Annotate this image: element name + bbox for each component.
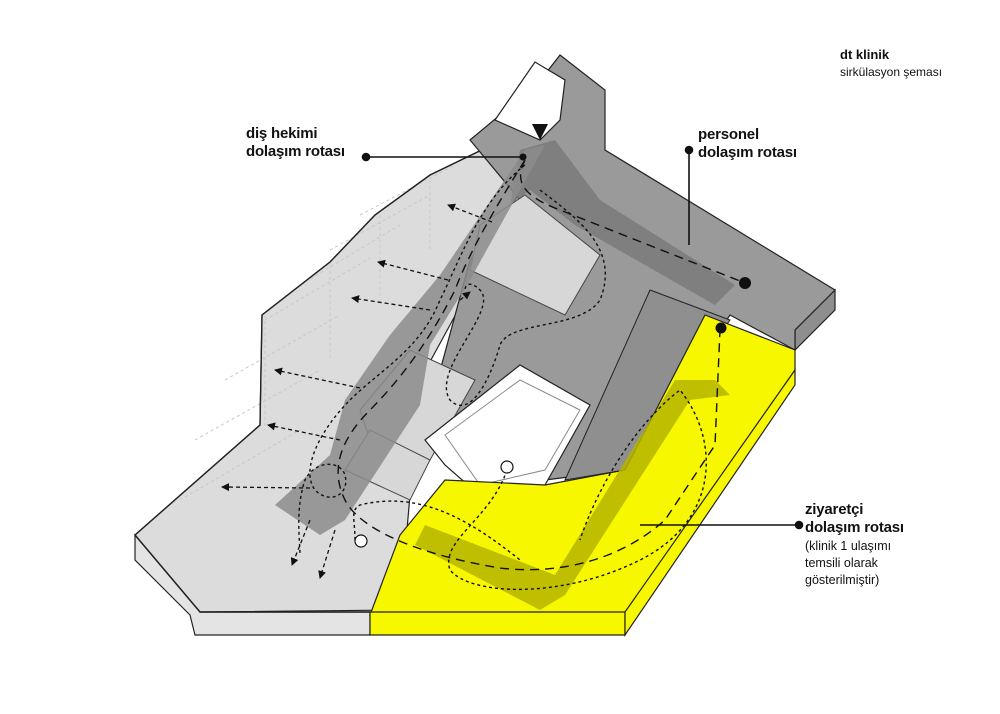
visitor-route-note-line2: temsili olarak — [805, 556, 878, 570]
entrance-block — [494, 61, 566, 141]
staff-route-label-line1: personel — [698, 126, 759, 143]
visitor-route-line-2 — [353, 500, 521, 561]
dentist-route-line — [337, 159, 721, 571]
visitor-route-note-line1: (klinik 1 ulaşımı — [805, 539, 892, 553]
visitor-route-band — [415, 380, 730, 610]
room-arrow-5 — [267, 422, 341, 441]
visitor-zone-side-right — [624, 368, 796, 637]
room-arrow-8 — [318, 529, 336, 579]
route-markers — [354, 124, 751, 548]
room-arrow-4 — [274, 367, 361, 389]
staff-route-band — [510, 140, 735, 305]
visitor-route-start-marker — [715, 322, 727, 334]
route-lines — [298, 159, 746, 591]
staff-route-line — [520, 159, 746, 284]
dentist-route-label-line1: diş hekimi — [246, 125, 318, 142]
diagram-title: dt klinik — [840, 47, 890, 62]
courtyard-top — [444, 379, 581, 486]
visitor-origin-marker — [500, 460, 514, 474]
room-arrows — [221, 203, 493, 579]
dentist-route-loop — [445, 189, 606, 407]
room-arrow-9 — [459, 291, 471, 301]
dentist-zone-bottom-edge — [134, 534, 370, 613]
dentist-route-label-line2: dolaşım rotası — [246, 143, 345, 160]
staff-route-label-line2: dolaşım rotası — [698, 144, 797, 161]
staff-leader-dot — [684, 145, 694, 155]
visitor-route-label-line2: dolaşım rotası — [805, 519, 904, 536]
staff-route-end-marker — [739, 277, 751, 289]
visitor-route-label-line1: ziyaretçi — [805, 501, 864, 518]
dentist-zone-edge — [134, 144, 493, 536]
visitor-route-note-line3: gösterilmiştir) — [805, 573, 880, 587]
visitor-leader-dot — [794, 520, 804, 530]
dentist-leader-dot — [361, 152, 371, 162]
room-arrow-2 — [377, 259, 449, 281]
leader-lines — [361, 145, 804, 530]
visitor-zone-side — [369, 611, 626, 636]
dentist-origin-marker — [354, 534, 368, 548]
diagram-subtitle: sirkülasyon şeması — [840, 65, 943, 79]
room-arrow-3 — [351, 295, 431, 311]
room-arrow-1 — [447, 203, 493, 223]
visitor-route-line — [448, 389, 707, 591]
room-arrow-6 — [221, 483, 311, 492]
entrance-arrow-icon — [532, 124, 548, 140]
dentist-room-outlines — [179, 164, 456, 501]
room-arrow-7 — [290, 519, 311, 566]
